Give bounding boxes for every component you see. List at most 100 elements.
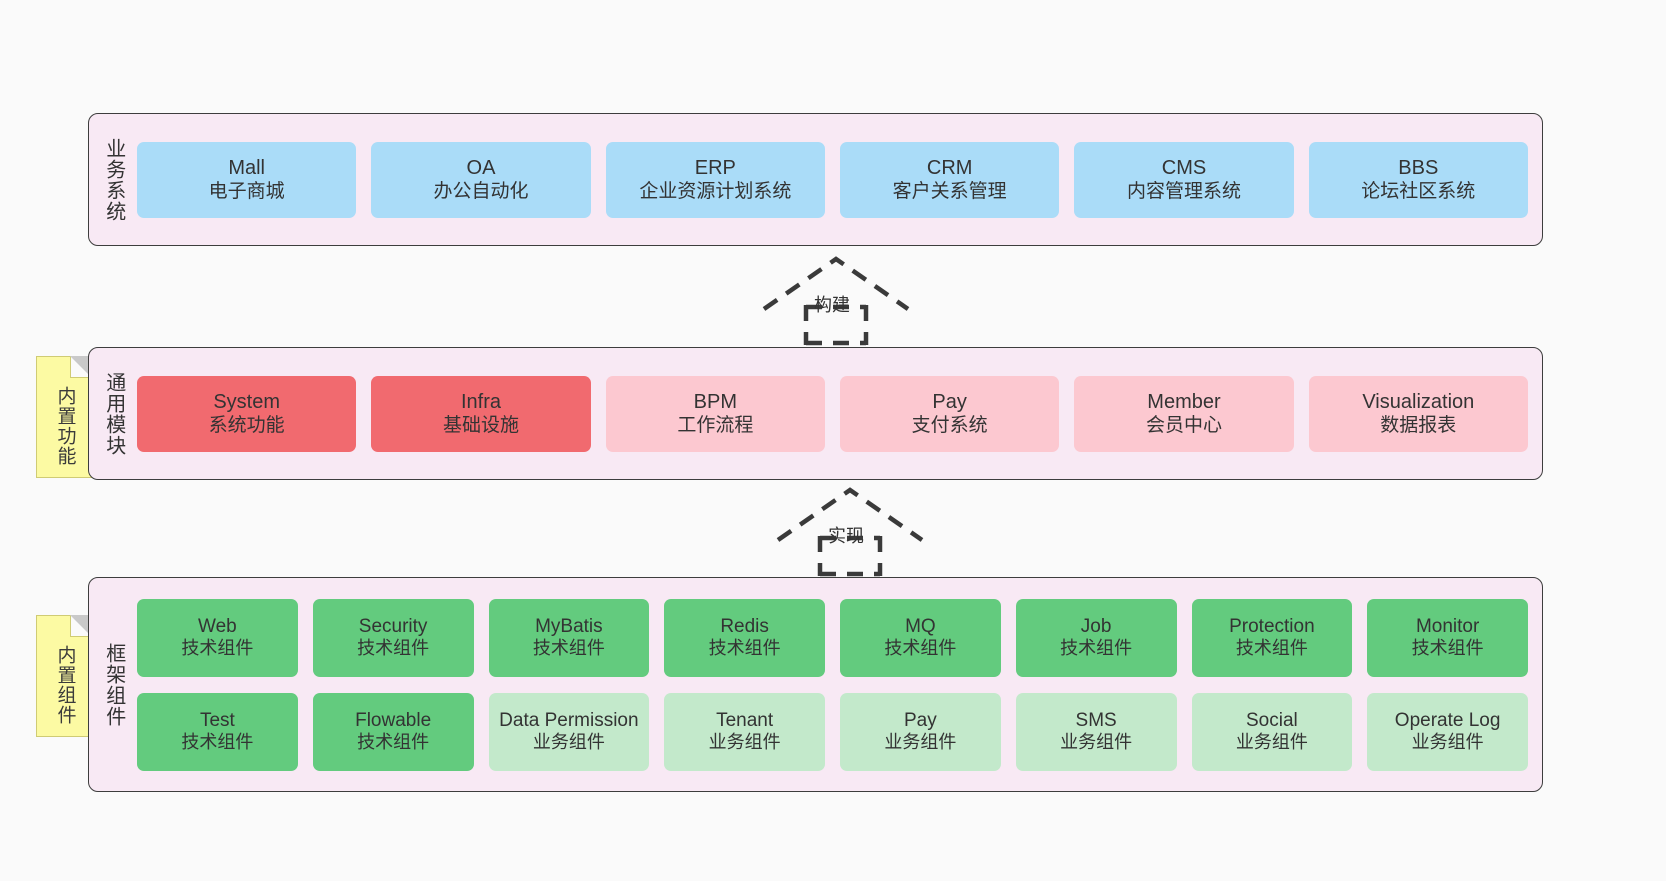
card-social[interactable]: Social 业务组件 [1191, 692, 1353, 771]
card-title: Operate Log [1394, 709, 1501, 731]
card-visualization[interactable]: Visualization 数据报表 [1308, 375, 1528, 452]
card-subtitle: 业务组件 [1235, 732, 1308, 753]
card-subtitle: 客户关系管理 [892, 181, 1007, 203]
layer-business-title: 业务系统 [102, 137, 125, 222]
connector-implement: 实现 [770, 484, 930, 577]
card-title: Pay [904, 709, 937, 731]
card-mq[interactable]: MQ 技术组件 [840, 598, 1001, 677]
card-erp[interactable]: ERP 企业资源计划系统 [605, 141, 825, 218]
card-protection[interactable]: Protection 技术组件 [1191, 598, 1353, 677]
layer-common-body: System 系统功能 Infra 基础设施 BPM 工作流程 Pay 支付系统… [137, 348, 1542, 479]
framework-card-row-technical: Web 技术组件 Security 技术组件 MyBatis 技术组件 Redi… [137, 598, 1528, 677]
note-label: 内置功能 [54, 386, 76, 466]
card-subtitle: 数据报表 [1380, 415, 1457, 437]
card-subtitle: 支付系统 [911, 415, 988, 437]
connector-build-label: 构建 [814, 295, 850, 315]
card-crm[interactable]: CRM 客户关系管理 [839, 141, 1060, 218]
card-title: BBS [1398, 156, 1439, 179]
card-title: MQ [905, 615, 936, 637]
card-subtitle: 技术组件 [1411, 638, 1484, 659]
layer-framework-components: 框架组件 Web 技术组件 Security 技术组件 MyBatis 技术组件… [88, 577, 1543, 792]
connector-implement-label: 实现 [828, 526, 864, 546]
card-pay[interactable]: Pay 支付系统 [839, 375, 1060, 452]
card-subtitle: 技术组件 [532, 638, 605, 659]
card-title: Monitor [1415, 615, 1480, 637]
card-title: ERP [694, 156, 736, 179]
card-title: CMS [1161, 156, 1207, 179]
layer-business-systems: 业务系统 Mall 电子商城 OA 办公自动化 ERP 企业资源计划系统 CRM… [88, 113, 1543, 246]
card-subtitle: 内容管理系统 [1126, 181, 1241, 203]
card-title: BPM [693, 390, 737, 413]
card-system[interactable]: System 系统功能 [137, 375, 357, 452]
card-monitor[interactable]: Monitor 技术组件 [1367, 598, 1528, 677]
card-subtitle: 会员中心 [1145, 415, 1222, 437]
card-subtitle: 业务组件 [708, 732, 781, 753]
card-web[interactable]: Web 技术组件 [137, 598, 298, 677]
card-title: System [213, 390, 280, 413]
card-title: Tenant [716, 709, 774, 731]
card-sms[interactable]: SMS 业务组件 [1015, 692, 1177, 771]
card-data-permission[interactable]: Data Permission 业务组件 [488, 692, 650, 771]
card-security[interactable]: Security 技术组件 [312, 598, 474, 677]
card-subtitle: 系统功能 [208, 415, 285, 437]
layer-common-title: 通用模块 [102, 371, 125, 456]
card-cms[interactable]: CMS 内容管理系统 [1074, 141, 1294, 218]
layer-framework-title: 框架组件 [102, 642, 125, 727]
framework-card-row-business: Test 技术组件 Flowable 技术组件 Data Permission … [137, 692, 1528, 771]
card-subtitle: 技术组件 [181, 638, 254, 659]
card-title: Mall [228, 156, 265, 179]
card-subtitle: 业务组件 [532, 732, 605, 753]
card-title: Social [1246, 709, 1298, 731]
card-subtitle: 办公自动化 [433, 181, 529, 203]
card-title: Member [1147, 390, 1221, 413]
card-operate-log[interactable]: Operate Log 业务组件 [1367, 692, 1528, 771]
card-subtitle: 技术组件 [181, 732, 254, 753]
card-subtitle: 技术组件 [884, 638, 957, 659]
card-tenant[interactable]: Tenant 业务组件 [664, 692, 825, 771]
generalization-arrow-icon [776, 487, 924, 577]
card-mybatis[interactable]: MyBatis 技术组件 [488, 598, 650, 677]
card-subtitle: 技术组件 [1235, 638, 1308, 659]
card-member[interactable]: Member 会员中心 [1074, 375, 1294, 452]
card-title: Job [1080, 615, 1112, 637]
card-subtitle: 技术组件 [357, 638, 430, 659]
card-pay-component[interactable]: Pay 业务组件 [840, 692, 1001, 771]
card-subtitle: 业务组件 [1060, 732, 1133, 753]
layer-common-modules: 通用模块 System 系统功能 Infra 基础设施 BPM 工作流程 Pay… [88, 347, 1543, 480]
connector-build: 构建 [756, 253, 916, 346]
card-subtitle: 技术组件 [708, 638, 781, 659]
note-builtin-components: 内置组件 [36, 615, 92, 737]
card-title: Pay [932, 390, 967, 413]
layer-business-body: Mall 电子商城 OA 办公自动化 ERP 企业资源计划系统 CRM 客户关系… [137, 114, 1542, 245]
card-mall[interactable]: Mall 电子商城 [137, 141, 357, 218]
card-title: Infra [460, 390, 501, 413]
card-title: Security [358, 615, 428, 637]
card-title: Data Permission [499, 709, 639, 731]
card-subtitle: 论坛社区系统 [1361, 181, 1476, 203]
card-subtitle: 业务组件 [1411, 732, 1484, 753]
card-bpm[interactable]: BPM 工作流程 [605, 375, 825, 452]
card-redis[interactable]: Redis 技术组件 [664, 598, 825, 677]
card-subtitle: 企业资源计划系统 [639, 181, 792, 203]
card-flowable[interactable]: Flowable 技术组件 [312, 692, 474, 771]
card-oa[interactable]: OA 办公自动化 [371, 141, 591, 218]
card-title: SMS [1075, 709, 1117, 731]
card-test[interactable]: Test 技术组件 [137, 692, 298, 771]
card-job[interactable]: Job 技术组件 [1015, 598, 1177, 677]
card-subtitle: 工作流程 [677, 415, 754, 437]
card-subtitle: 业务组件 [884, 732, 957, 753]
card-title: Protection [1229, 615, 1315, 637]
card-subtitle: 技术组件 [357, 732, 430, 753]
card-title: CRM [926, 156, 973, 179]
card-subtitle: 技术组件 [1060, 638, 1133, 659]
card-subtitle: 电子商城 [208, 181, 285, 203]
card-infra[interactable]: Infra 基础设施 [371, 375, 591, 452]
card-subtitle: 基础设施 [442, 415, 519, 437]
business-card-row: Mall 电子商城 OA 办公自动化 ERP 企业资源计划系统 CRM 客户关系… [137, 141, 1528, 218]
card-title: Flowable [355, 709, 432, 731]
note-builtin-features: 内置功能 [36, 356, 92, 478]
card-title: Redis [720, 615, 769, 637]
card-title: MyBatis [535, 615, 603, 637]
card-bbs[interactable]: BBS 论坛社区系统 [1308, 141, 1528, 218]
card-title: Visualization [1362, 390, 1475, 413]
